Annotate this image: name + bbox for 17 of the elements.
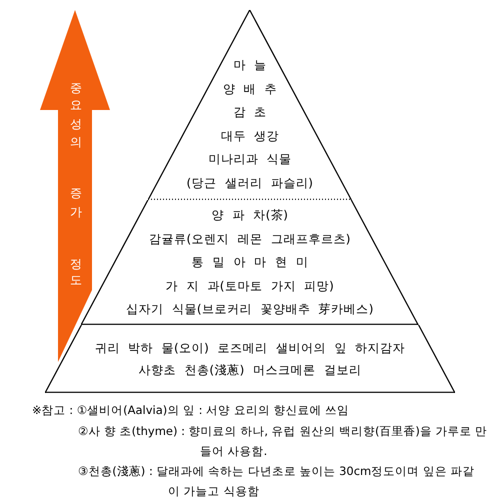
footnote-text: ③천총(淺蔥) : 달래과에 속하는 다년초로 높이는 30cm정도이며 잎은 파같이 가늘고 식용함 [78, 463, 476, 500]
food-list-text: 귀리 박하 물(오이) 로즈메리 샐비어의 잎 하지감자 [94, 340, 406, 357]
food-list-text: 통 밀 아 마 현 미 [192, 254, 308, 271]
food-list-text: 양 파 차(茶) [211, 207, 288, 224]
food-list-text: 십자기 식물(브로커리 꽃양배추 芽카베스) [126, 301, 374, 318]
food-list-text: 양 배 추 [222, 80, 278, 98]
footnote-text: ※참고 : ①샐비어(Aalvia)의 잎 : 서양 요리의 향신료에 쓰임 [32, 402, 350, 419]
food-list-text: 대두 생강 [220, 128, 280, 144]
footnote-text: ②사 향 초(thyme) : 향미료의 하나, 유럽 원산의 백리향(百里香)을 가루로 만들어 사용함. [78, 423, 488, 460]
food-list-text: 사향초 천총(淺蔥) 머스크메론 걸보리 [138, 362, 362, 379]
food-list-text: 가 지 과(토마토 가지 피망) [166, 278, 334, 294]
food-list-text: 마 늘 [233, 57, 267, 74]
food-list-text: 감 초 [233, 104, 267, 121]
arrow-label: 중요성의 증가 정도 [68, 74, 84, 286]
food-list-text: 미나리과 식물 [208, 151, 292, 168]
food-list-text: 감귤류(오렌지 레몬 그래프후르츠) [148, 230, 351, 248]
food-list-text: (당근 샐러리 파슬리) [186, 174, 314, 192]
